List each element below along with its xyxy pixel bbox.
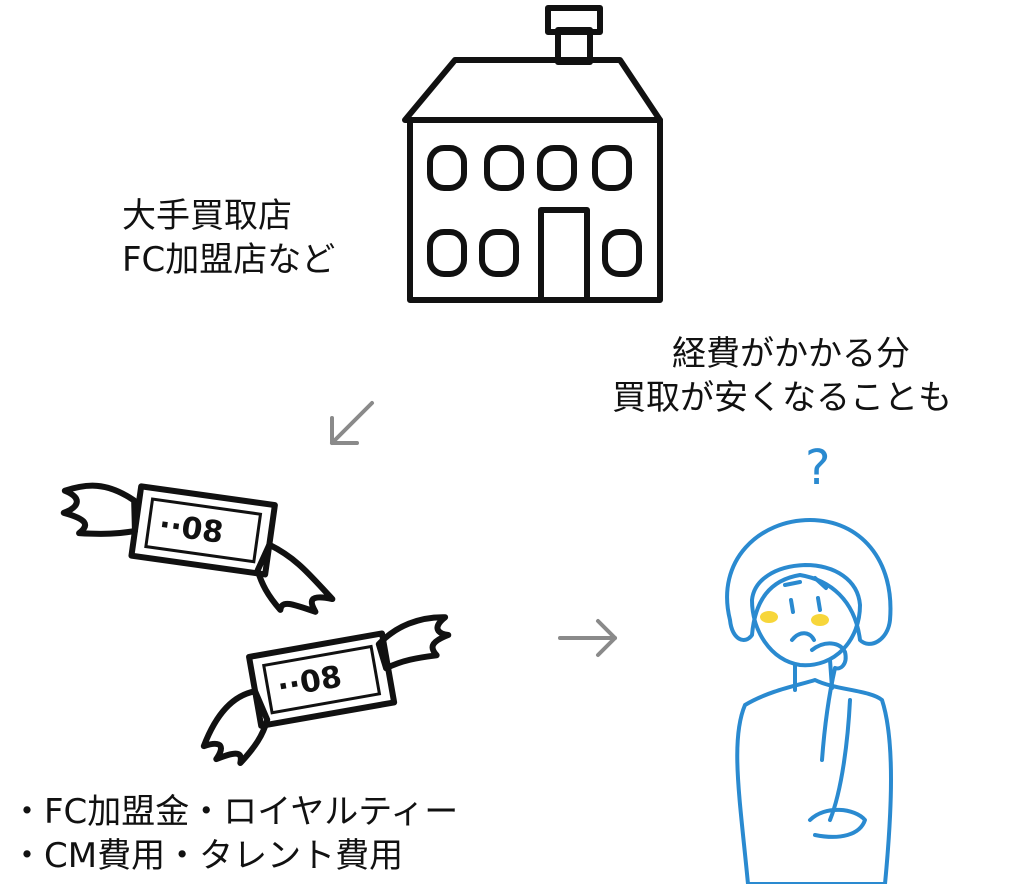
question-text-line1: 経費がかかる分: [672, 334, 910, 374]
store-label-line2: FC加盟店など: [122, 240, 336, 280]
cost-list-item: ・CM費用・タレント費用: [10, 836, 404, 876]
window: [479, 229, 519, 277]
window: [484, 145, 524, 191]
person-body: [735, 678, 893, 884]
cheek: [760, 611, 778, 623]
banknote: [246, 630, 398, 729]
window: [602, 229, 642, 277]
right-arrow: [558, 619, 617, 657]
window: [537, 145, 577, 191]
window: [427, 145, 467, 191]
store-label-line1: 大手買取店: [122, 196, 292, 236]
cheek: [811, 614, 829, 626]
person-hair: [725, 518, 893, 646]
question-text-line2: 買取が安くなることも: [612, 378, 952, 418]
flying-banknote-lower: ··08: [200, 614, 452, 767]
chimney-cap: [545, 5, 603, 35]
banknote: [128, 483, 278, 578]
window: [592, 145, 632, 191]
building-body: [407, 117, 663, 303]
wing-left: [200, 688, 271, 767]
down-left-arrow: [330, 401, 374, 445]
building-door: [538, 207, 590, 303]
wing-right: [375, 614, 452, 672]
cost-list-item: ・FC加盟金・ロイヤルティー: [10, 792, 459, 832]
person-face: [750, 563, 862, 668]
wing-right: [254, 541, 336, 615]
person-hand: [810, 641, 848, 762]
question-mark: ?: [805, 440, 831, 496]
wing-left: [60, 482, 138, 537]
window: [427, 229, 467, 277]
